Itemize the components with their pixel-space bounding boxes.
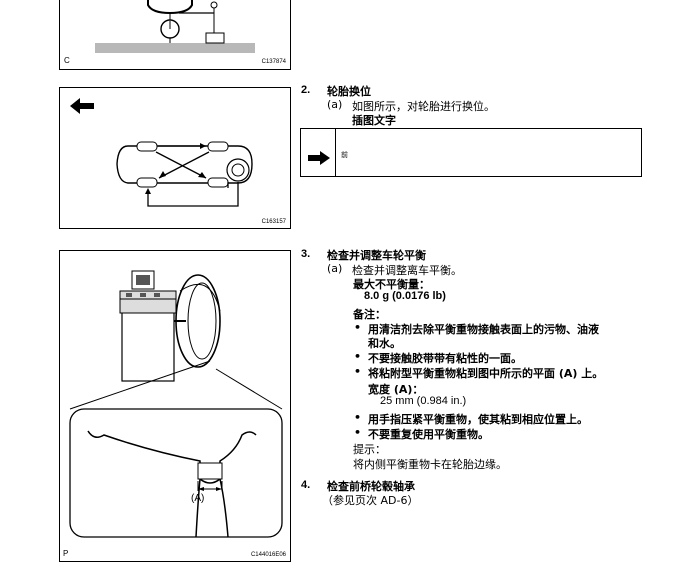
caption-heading: 插图文字 xyxy=(352,114,396,127)
figure-id: C163157 xyxy=(261,219,286,225)
spec-label: 最大不平衡量： xyxy=(353,278,430,291)
notice-bullet: 用清洁剂去除平衡重物接触表面上的污物、油液 xyxy=(368,323,599,336)
figure-id: C137874 xyxy=(261,59,286,65)
bullet-dot: • xyxy=(354,350,362,363)
step-title: 检查前桥轮毂轴承 xyxy=(327,480,415,493)
bullet-dot: • xyxy=(354,365,362,378)
sub-step-text: 如图所示，对轮胎进行换位。 xyxy=(352,100,495,113)
legend-text: 前 xyxy=(341,151,348,159)
notice-bullet: 用手指压紧平衡重物，使其粘到相应位置上。 xyxy=(368,413,588,426)
front-arrow-icon xyxy=(70,98,94,114)
notice-bullet: 将粘附型平衡重物粘到图中所示的平面 (A) 上。 xyxy=(368,367,604,380)
cross-reference: （参见页次 AD-6） xyxy=(322,494,419,507)
legend-table: 前 xyxy=(300,128,642,177)
width-value: 25 mm (0.984 in.) xyxy=(380,395,467,407)
bullet-dot: • xyxy=(354,411,362,424)
step-number: 2. xyxy=(301,84,311,96)
figure-corner-letter: C xyxy=(64,56,70,65)
notice-label: 备注： xyxy=(353,308,386,321)
figure-3: (A) P C144016E06 xyxy=(59,250,291,562)
notice-bullet: 不要重复使用平衡重物。 xyxy=(368,428,489,441)
notice-bullet: 不要接触胶带带有粘性的一面。 xyxy=(368,352,522,365)
tire-rotation-diagram xyxy=(70,98,253,207)
notice-bullet-continuation: 和水。 xyxy=(368,337,401,350)
bullet-dot: • xyxy=(354,321,362,334)
sub-step-letter: (a) xyxy=(327,98,343,111)
figure-corner-letter: P xyxy=(63,549,69,558)
wheel-balancer-illustration xyxy=(69,270,283,538)
dimension-label: (A) xyxy=(191,493,205,504)
step-title: 检查并调整车轮平衡 xyxy=(327,249,426,262)
step-number: 3. xyxy=(301,248,311,260)
figure-2: C163157 xyxy=(59,87,291,229)
sub-step-letter: (a) xyxy=(327,262,343,275)
spec-value: 8.0 g (0.0176 lb) xyxy=(364,290,446,302)
gauge-illustration xyxy=(95,0,255,53)
step-number: 4. xyxy=(301,479,311,491)
hint-text: 将内侧平衡重物卡在轮胎边缘。 xyxy=(353,458,507,471)
step-title: 轮胎换位 xyxy=(327,85,371,98)
width-label: 宽度 (A)： xyxy=(368,383,424,396)
front-arrow-icon xyxy=(308,151,330,165)
legend-divider xyxy=(335,129,336,176)
hint-label: 提示： xyxy=(353,443,386,456)
bullet-dot: • xyxy=(354,426,362,439)
figure-id: C144016E06 xyxy=(250,552,286,558)
figure-1: C C137874 xyxy=(59,0,291,70)
sub-step-text: 检查并调整离车平衡。 xyxy=(352,264,462,277)
